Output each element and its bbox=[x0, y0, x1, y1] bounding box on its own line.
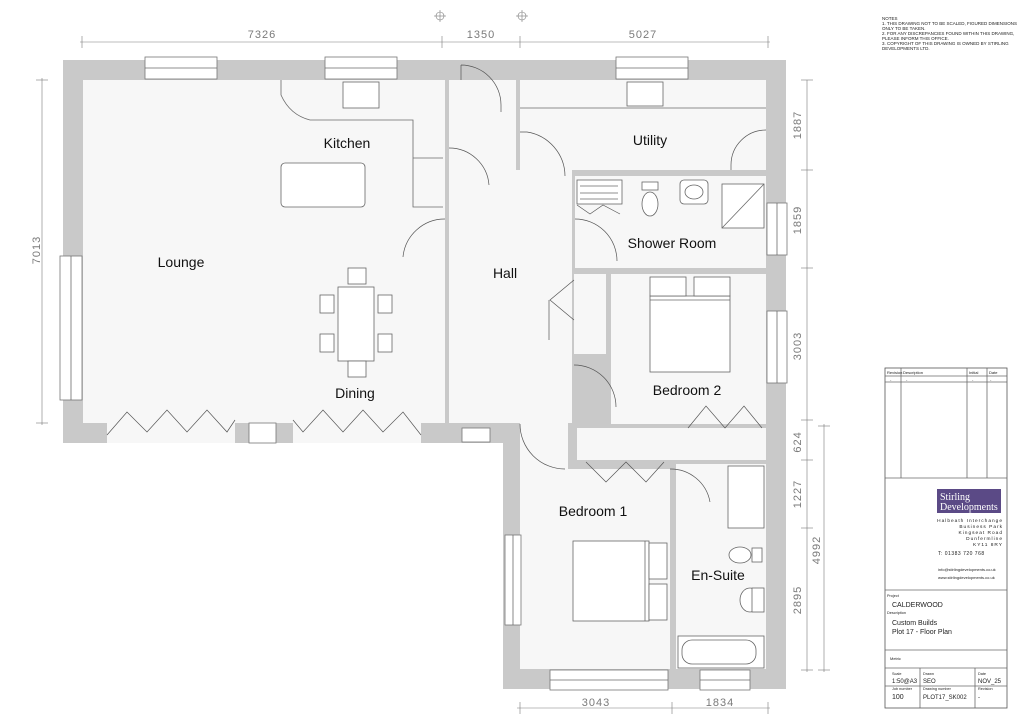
room-label-ensuite: En-Suite bbox=[691, 567, 745, 583]
room-label-bedroom-1: Bedroom 1 bbox=[559, 503, 628, 519]
scale-label: Scale bbox=[892, 672, 902, 676]
dim-right-2: 1859 bbox=[792, 206, 804, 234]
job-label: Job number bbox=[892, 687, 913, 691]
address-line: Dunfermline bbox=[966, 536, 1003, 542]
description-line: Custom Builds bbox=[892, 620, 938, 627]
notes-line: 2. FOR ANY DISCREPANCIES FOUND WITHIN TH… bbox=[882, 31, 1014, 36]
revision-header: Date bbox=[989, 370, 998, 375]
windows bbox=[59, 56, 788, 691]
description-line: Plot 17 - Floor Plan bbox=[892, 629, 952, 636]
address-line: Halbeath Interchange bbox=[937, 518, 1003, 524]
units: Metric bbox=[890, 656, 901, 661]
dim-right-6: 2895 bbox=[792, 586, 804, 614]
dim-right-1: 1887 bbox=[792, 111, 804, 139]
drawn-value: SEO bbox=[923, 679, 936, 685]
walls bbox=[63, 60, 786, 689]
logo-text: Developments bbox=[940, 502, 998, 513]
dimension-lines bbox=[36, 10, 830, 714]
notes-heading: NOTES bbox=[882, 16, 898, 21]
revision-value: - bbox=[978, 695, 980, 701]
room-label-shower-room: Shower Room bbox=[628, 235, 717, 251]
dim-left: 7013 bbox=[31, 236, 43, 264]
website: www.stirlingdevelopments.co.uk bbox=[938, 575, 995, 580]
date-value: NOV_25 bbox=[978, 679, 1002, 685]
address-line: KY11 8RY bbox=[973, 542, 1003, 548]
room-label-utility: Utility bbox=[633, 132, 667, 148]
address-line: Business Park bbox=[959, 524, 1003, 530]
dim-top-1: 7326 bbox=[248, 29, 276, 41]
revision-cell: - bbox=[890, 377, 892, 382]
notes: NOTES 1. THIS DRAWING NOT TO BE SCALED, … bbox=[882, 16, 1017, 51]
date-label: Date bbox=[978, 672, 986, 676]
notes-line: DEVELOPMENTS LTD. bbox=[882, 46, 930, 51]
job-value: 100 bbox=[892, 694, 904, 701]
company-logo bbox=[937, 489, 1001, 513]
revision-header: Revision bbox=[887, 370, 902, 375]
fixtures bbox=[280, 80, 766, 669]
dim-right-5: 1227 bbox=[792, 480, 804, 508]
revision-cell: - bbox=[990, 377, 992, 382]
notes-line: PLEASE INFORM THIS OFFICE. bbox=[882, 36, 949, 41]
dim-right-outer: 4992 bbox=[811, 536, 823, 564]
room-label-bedroom-2: Bedroom 2 bbox=[653, 382, 722, 398]
doors bbox=[402, 64, 767, 521]
dim-right-4: 624 bbox=[792, 431, 804, 452]
dim-bottom-2: 1834 bbox=[706, 697, 734, 709]
drawn-label: Drawn bbox=[923, 672, 934, 676]
dim-top-2: 1350 bbox=[467, 29, 495, 41]
title-block: Revision Description Initial Date - - - … bbox=[884, 367, 1008, 709]
drawing-label: Drawing number bbox=[923, 687, 952, 691]
description-label: Description bbox=[887, 611, 906, 615]
revision-label: Revision bbox=[978, 687, 993, 691]
revision-header: Initial bbox=[969, 370, 978, 375]
project-label: Project bbox=[887, 594, 900, 598]
bifold-doors bbox=[106, 409, 422, 443]
notes-line: 3. COPYRIGHT OF THIS DRAWING IS OWNED BY… bbox=[882, 41, 1009, 46]
notes-line: ONLY TO BE TAKEN. bbox=[882, 26, 926, 31]
scale-value: 1:50@A3 bbox=[892, 679, 918, 685]
project-name: CALDERWOOD bbox=[892, 602, 943, 609]
phone: T: 01383 720 768 bbox=[938, 551, 985, 557]
email: info@stirlingdevelopments.co.uk bbox=[938, 567, 996, 572]
drawing-value: PLOT17_SK002 bbox=[923, 695, 967, 701]
address-line: Kingseat Road bbox=[959, 530, 1003, 536]
revision-cell: - bbox=[906, 377, 908, 382]
revision-cell: - bbox=[972, 377, 974, 382]
room-label-lounge: Lounge bbox=[158, 254, 205, 270]
revision-header: Description bbox=[903, 370, 923, 375]
room-label-kitchen: Kitchen bbox=[324, 135, 371, 151]
notes-line: 1. THIS DRAWING NOT TO BE SCALED, FIGURE… bbox=[882, 21, 1017, 26]
dim-bottom-1: 3043 bbox=[582, 697, 610, 709]
room-label-hall: Hall bbox=[493, 265, 517, 281]
room-label-dining: Dining bbox=[335, 385, 375, 401]
logo-text: Stirling bbox=[940, 492, 970, 503]
dim-right-3: 3003 bbox=[792, 332, 804, 360]
dim-top-3: 5027 bbox=[629, 29, 657, 41]
